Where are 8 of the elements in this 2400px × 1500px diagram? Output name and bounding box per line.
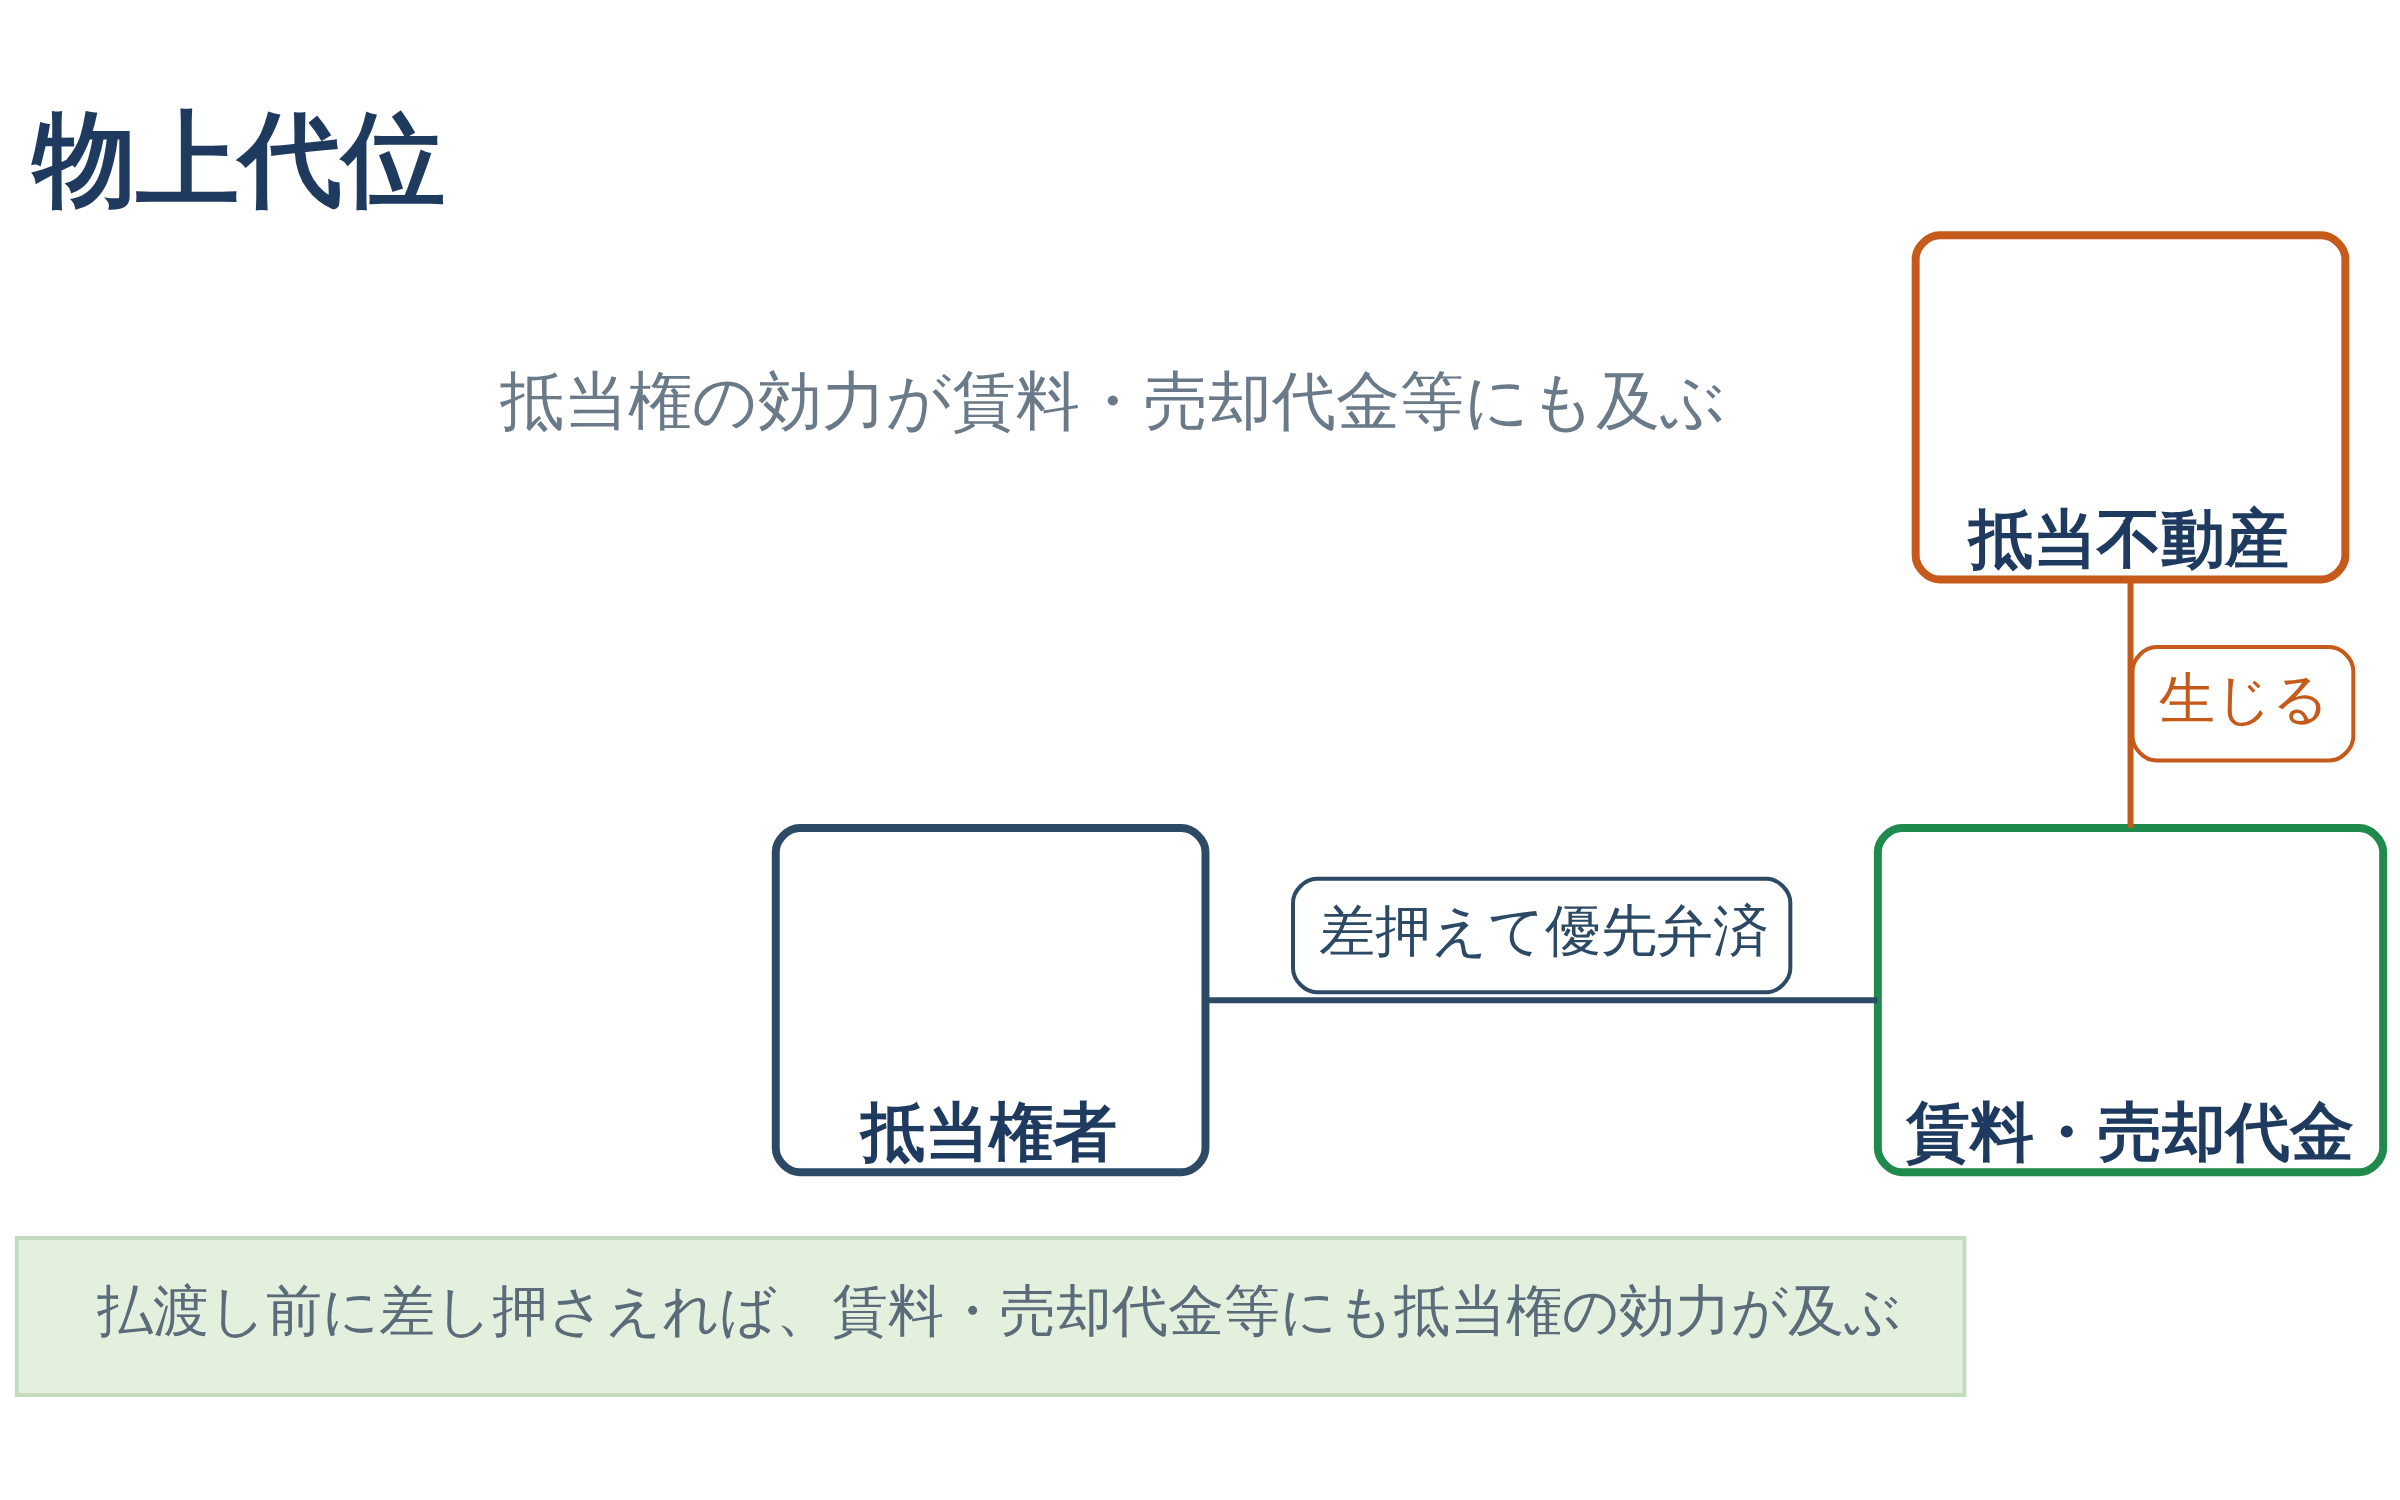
node-box: 賃料・売却代金 bbox=[1873, 823, 2388, 1176]
diagram-title: 物上代位 bbox=[32, 98, 445, 219]
node-box: 抵当不動産 bbox=[1911, 230, 2350, 583]
node-box: 抵当権者 bbox=[771, 823, 1210, 1176]
edge-label: 生じる bbox=[2159, 665, 2330, 731]
node-box: 払渡し前に差し押さえれば、賃料・売却代金等にも抵当権の効力が及ぶ bbox=[14, 1235, 1967, 1397]
label: 抵当権の効力が賃料・売却代金等にも及ぶ bbox=[500, 363, 1727, 438]
edge-label: 差押えて優先弁済 bbox=[1318, 897, 1769, 963]
